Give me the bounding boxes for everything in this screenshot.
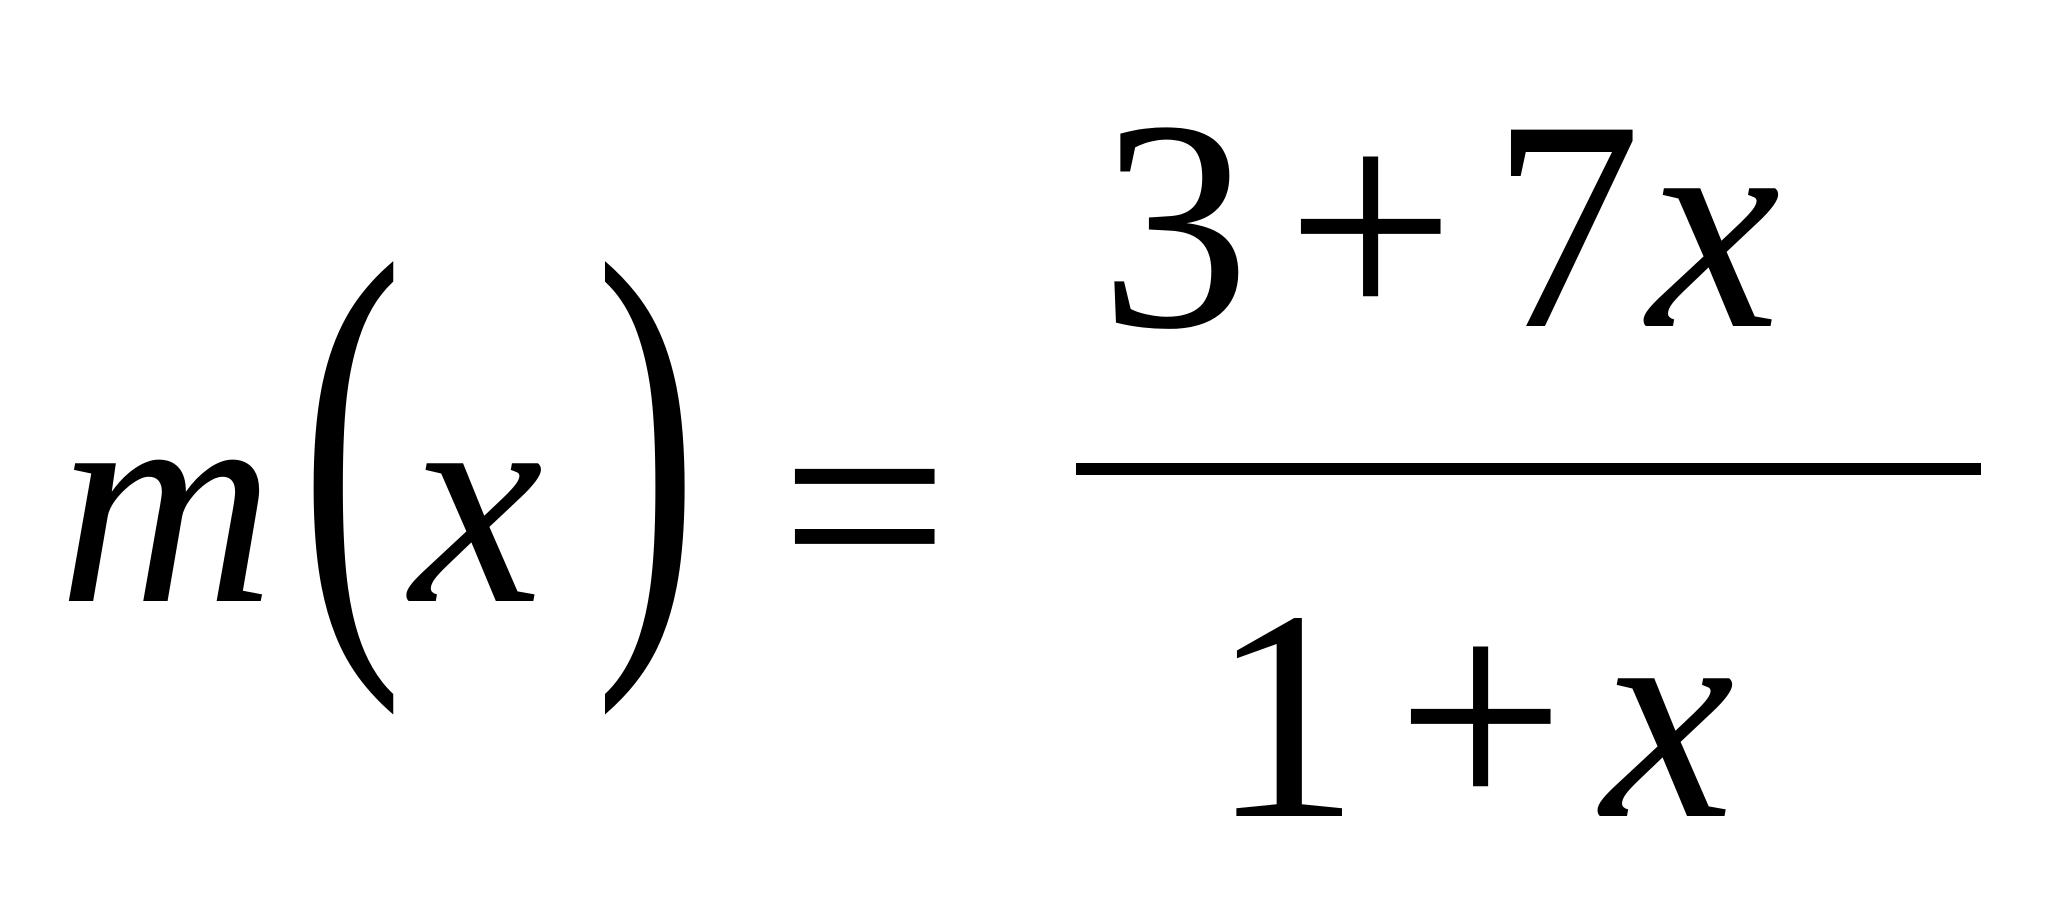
equals-sign: =	[780, 339, 950, 671]
denominator-constant: 1	[1210, 549, 1366, 881]
fraction-bar	[1076, 463, 1981, 475]
denominator-plus-sign: +	[1396, 549, 1572, 881]
denominator-variable: x	[1601, 549, 1741, 881]
function-name: m	[58, 334, 275, 666]
numerator-variable: x	[1647, 59, 1787, 391]
close-parenthesis: )	[595, 163, 699, 717]
numerator: 3+7x	[1100, 75, 1786, 375]
numerator-coefficient: 7	[1491, 59, 1648, 391]
function-variable: x	[410, 334, 544, 666]
numerator-plus-sign: +	[1286, 59, 1462, 391]
denominator: 1+x	[1210, 565, 1740, 865]
numerator-constant: 3	[1100, 59, 1256, 391]
open-parenthesis: (	[300, 163, 404, 717]
